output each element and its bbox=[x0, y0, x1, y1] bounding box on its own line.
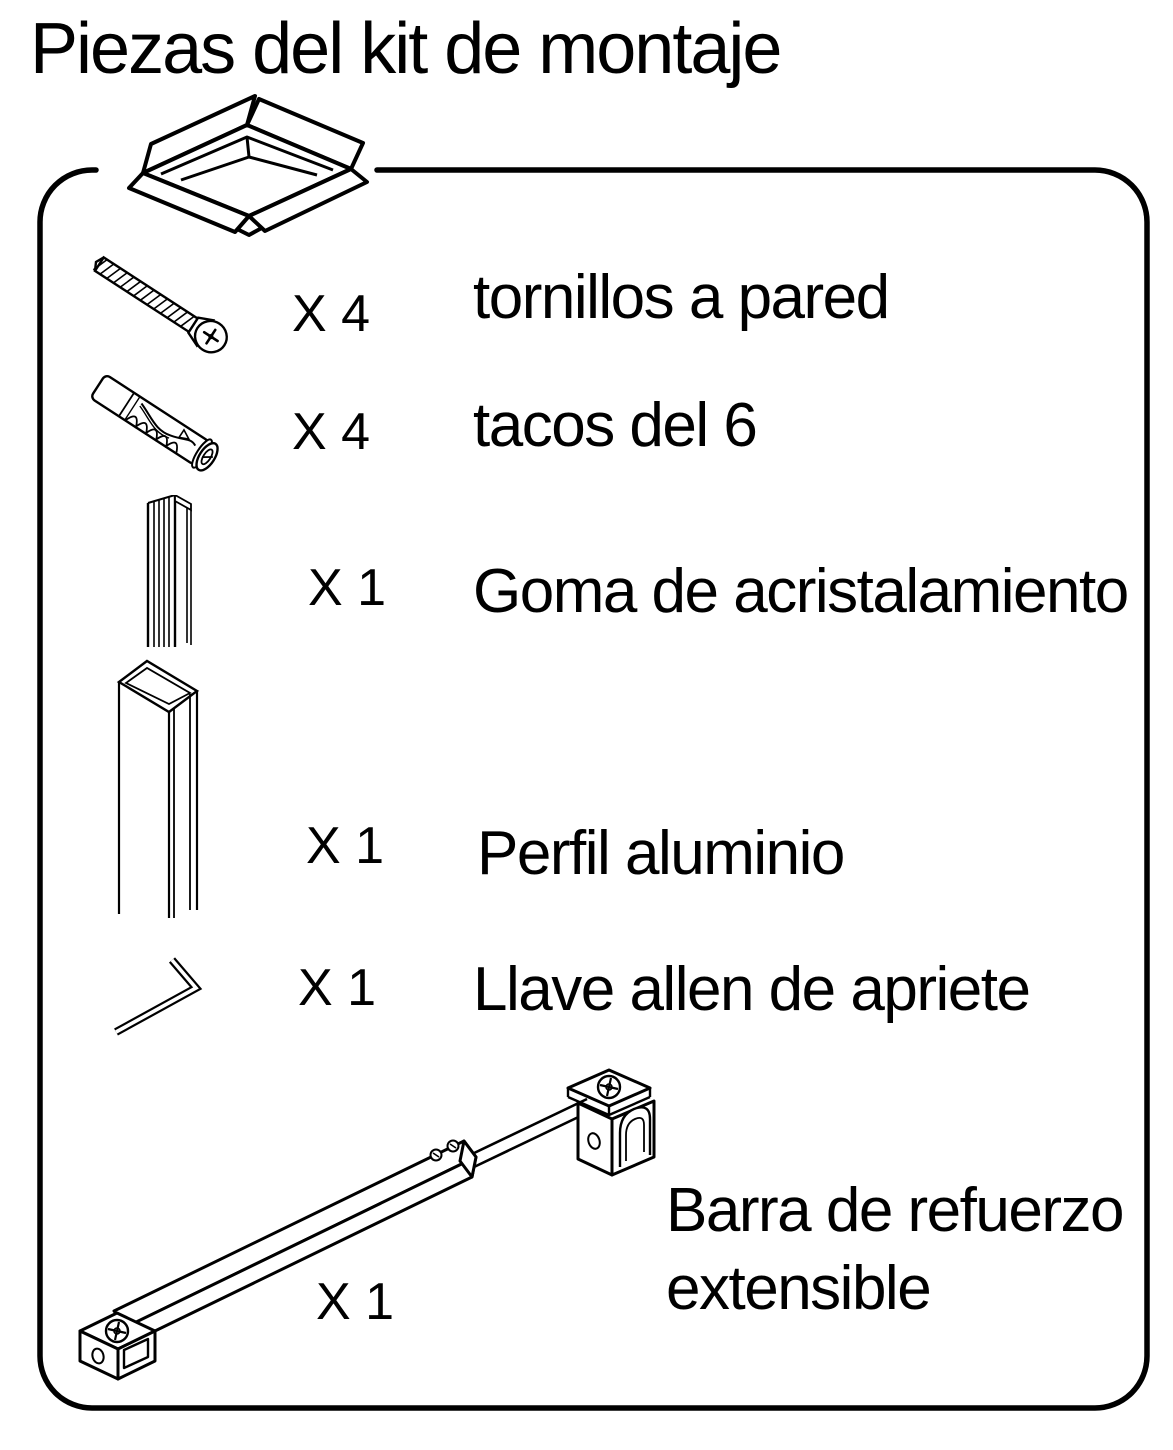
open-cardboard-box-icon bbox=[127, 94, 369, 237]
allen-key-icon bbox=[114, 957, 203, 1036]
item-label: Perfil aluminio bbox=[477, 819, 845, 888]
item-label-line-2: extensible bbox=[666, 1253, 932, 1323]
extensible-bar-icon bbox=[78, 1068, 656, 1381]
item-label: Llave allen de apriete bbox=[473, 955, 1031, 1024]
item-label: tacos del 6 bbox=[473, 391, 758, 460]
aluminium-profile-icon bbox=[116, 659, 200, 918]
wall-plug-icon bbox=[91, 374, 219, 472]
item-qty: X 4 bbox=[292, 285, 371, 343]
item-label: Barra de refuerzo extensible bbox=[666, 1172, 1124, 1327]
item-qty: X 1 bbox=[308, 559, 387, 617]
item-label: tornillos a pared bbox=[473, 263, 890, 332]
item-qty: X 1 bbox=[298, 959, 377, 1017]
wall-screw-icon bbox=[92, 255, 228, 354]
glazing-rubber-icon bbox=[146, 495, 192, 647]
item-qty: X 1 bbox=[306, 817, 385, 875]
item-label: Goma de acristalamiento bbox=[473, 557, 1129, 626]
item-qty: X 1 bbox=[316, 1273, 395, 1331]
page-title: Piezas del kit de montaje bbox=[30, 9, 782, 89]
item-label-line-1: Barra de refuerzo bbox=[666, 1176, 1124, 1245]
item-qty: X 4 bbox=[292, 403, 371, 461]
